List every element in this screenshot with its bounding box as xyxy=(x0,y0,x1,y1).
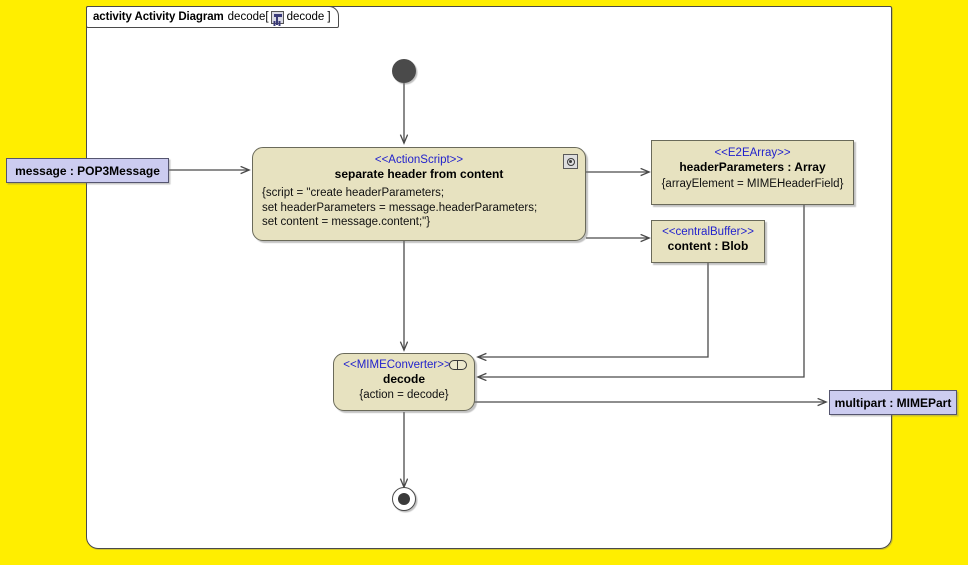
input-pin-message[interactable]: message : POP3Message xyxy=(6,158,169,183)
decode-stereotype: <<MIMEConverter>> xyxy=(343,359,451,371)
script-gear-icon xyxy=(563,154,578,169)
input-pin-label: message : POP3Message xyxy=(15,163,160,178)
activity-frame xyxy=(86,6,892,549)
action-node-separate-header-from-content[interactable]: <<ActionScript>> separate header from co… xyxy=(252,147,586,241)
content-buffer-stereotype: <<centralBuffer>> xyxy=(662,226,754,238)
action-body-line-3: set content = message.content;"} xyxy=(262,216,431,228)
header-parameters-name: headerParameters : Array xyxy=(679,160,826,174)
header-parameters-stereotype: <<E2EArray>> xyxy=(714,147,791,159)
object-node-content-buffer[interactable]: <<centralBuffer>> content : Blob xyxy=(651,220,765,263)
header-parameters-body: {arrayElement = MIMEHeaderField} xyxy=(661,178,844,190)
activity-diagram-icon xyxy=(270,10,284,24)
object-node-header-parameters[interactable]: <<E2EArray>> headerParameters : Array {a… xyxy=(651,140,854,205)
frame-tab-label: decode xyxy=(286,11,325,23)
content-buffer-name: content : Blob xyxy=(667,239,749,253)
output-pin-multipart[interactable]: multipart : MIMEPart xyxy=(829,390,957,415)
action-name: separate header from content xyxy=(334,167,504,181)
output-pin-label: multipart : MIMEPart xyxy=(834,395,952,410)
frame-title-tab: activity Activity Diagram decode[ decode… xyxy=(86,6,339,28)
decode-body: {action = decode} xyxy=(359,389,449,401)
activity-final-node[interactable] xyxy=(392,487,416,511)
signal-pill-icon xyxy=(449,360,467,370)
decode-name: decode xyxy=(382,372,425,386)
frame-bracket-close: ] xyxy=(327,11,331,23)
frame-keyword: activity Activity Diagram xyxy=(93,11,224,23)
frame-name: decode[ xyxy=(227,11,269,23)
action-body-line-1: {script = "create headerParameters; xyxy=(262,187,445,199)
action-body-line-2: set headerParameters = message.headerPar… xyxy=(262,201,538,214)
action-node-decode[interactable]: <<MIMEConverter>> decode {action = decod… xyxy=(333,353,475,411)
action-stereotype: <<ActionScript>> xyxy=(374,154,464,166)
initial-node[interactable] xyxy=(392,59,416,83)
